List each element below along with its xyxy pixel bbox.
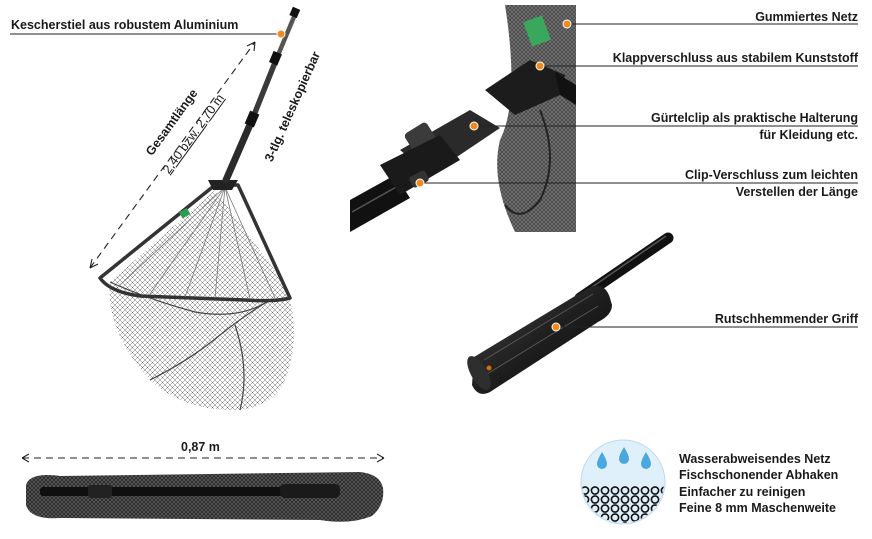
label-clip-lock-line1: Clip-Verschluss zum leichten <box>685 168 858 182</box>
feature-item: Feine 8 mm Maschenweite <box>679 501 837 515</box>
water-drop-icon <box>597 452 607 469</box>
folded-net <box>26 472 384 522</box>
clip-detail-photo <box>350 5 576 232</box>
label-belt-clip-line1: Gürtelclip als praktische Halterung <box>650 111 858 125</box>
folded-length-dimension <box>21 453 385 463</box>
callout-dot <box>535 61 545 71</box>
feature-item: Fischschonender Abhaken <box>679 468 839 482</box>
feature-item: Wasserabweisendes Netz <box>679 452 831 466</box>
total-length-dimension <box>89 41 256 269</box>
landing-net-full <box>98 6 301 411</box>
callout-dot <box>551 322 561 332</box>
water-drop-icon <box>641 452 651 469</box>
grip-illustration <box>467 232 674 394</box>
callout-dot <box>276 29 286 39</box>
label-belt-clip-line2: für Kleidung etc. <box>759 128 858 142</box>
label-folded-length: 0,87 m <box>181 440 220 454</box>
label-clip-lock-line2: Verstellen der Länge <box>735 185 858 199</box>
feature-item: Einfacher zu reinigen <box>679 485 806 499</box>
label-net: Gummiertes Netz <box>755 10 858 24</box>
water-drop-icon <box>619 447 629 464</box>
clip-leaders <box>420 23 858 184</box>
label-handle-material: Kescherstiel aus robustem Aluminium <box>11 18 239 32</box>
label-grip: Rutschhemmender Griff <box>714 312 858 326</box>
net-feature-icon <box>580 439 666 525</box>
callout-dot <box>562 19 572 29</box>
callout-dot <box>415 178 425 188</box>
label-fold-lock: Klappverschluss aus stabilem Kunststoff <box>612 51 858 65</box>
callout-dot <box>469 121 479 131</box>
